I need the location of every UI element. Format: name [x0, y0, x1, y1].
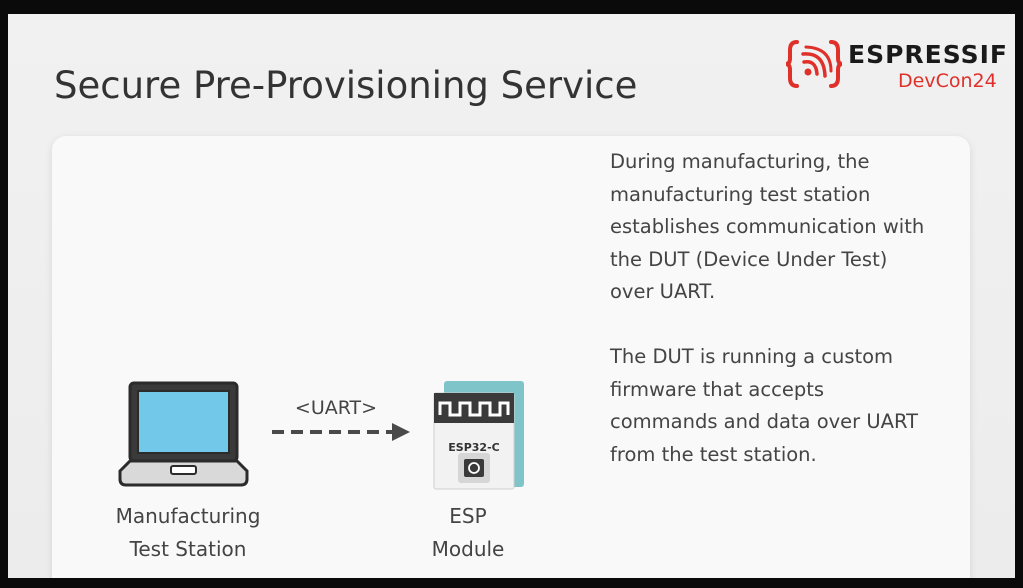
- logo-event-name: DevCon24: [898, 70, 997, 92]
- chip-label: ESP32-C: [448, 441, 500, 454]
- description-paragraph-2: The DUT is running a custom firmware tha…: [610, 344, 919, 466]
- slide-title: Secure Pre-Provisioning Service: [54, 64, 638, 107]
- uart-link-label: <UART>: [294, 397, 378, 419]
- espressif-logo: ESPRESSIF DevCon24: [786, 36, 1007, 96]
- chip-module-icon: [433, 381, 524, 490]
- esp-module-caption-line1: ESP: [449, 504, 487, 528]
- test-station-caption-line2: Test Station: [129, 537, 247, 561]
- description-text: During manufacturing, the manufacturing …: [610, 146, 930, 471]
- content-card: [52, 136, 970, 578]
- slide: Secure Pre-Provisioning Service ESPRESSI…: [8, 14, 1015, 578]
- esp-module-caption: ESP Module: [408, 500, 528, 566]
- laptop-icon: [118, 381, 249, 487]
- espressif-logo-icon: [786, 40, 842, 88]
- test-station-caption: Manufacturing Test Station: [98, 500, 278, 566]
- logo-brand-name: ESPRESSIF: [848, 40, 1009, 69]
- description-paragraph-1: During manufacturing, the manufacturing …: [610, 150, 925, 304]
- esp-module-caption-line2: Module: [431, 537, 505, 561]
- test-station-caption-line1: Manufacturing: [115, 504, 261, 528]
- dashed-arrow-right-icon: [272, 423, 410, 441]
